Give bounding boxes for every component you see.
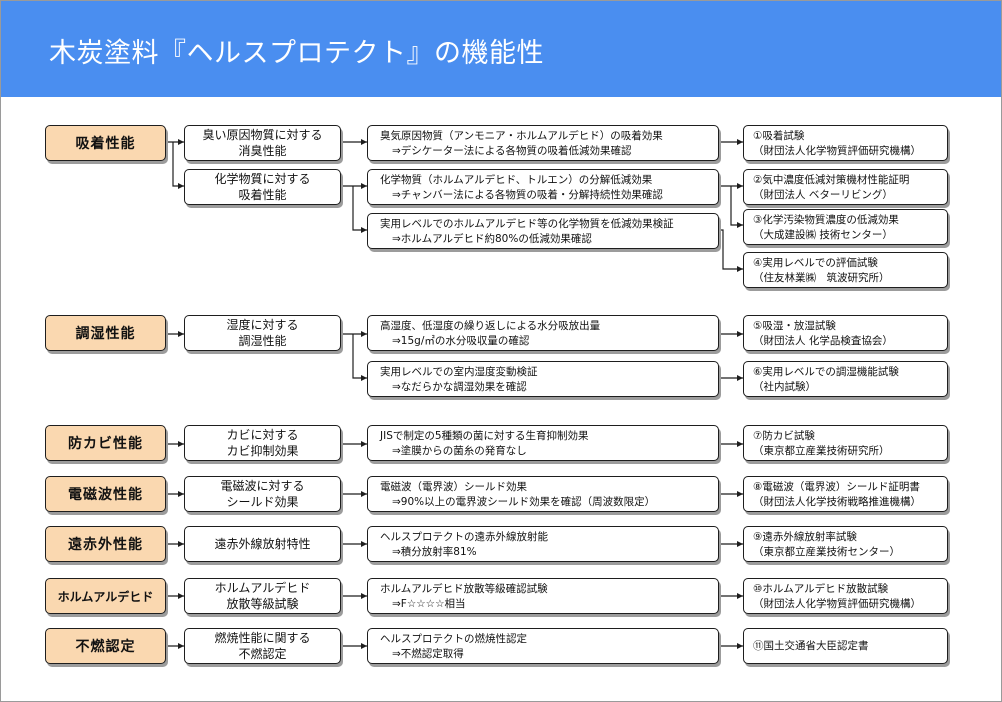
test-minister-certification: ⑪国土交通省大臣認定書 xyxy=(743,628,948,664)
test-line2: （東京都立産業技術研究所） xyxy=(753,445,890,457)
category-adsorption: 吸着性能 xyxy=(45,125,166,161)
property-mold-suppression: カビに対する カビ抑制効果 xyxy=(184,425,341,461)
description-line1: ヘルスプロテクトの燃焼性認定 xyxy=(380,633,527,645)
test-formaldehyde-emission: ⑩ホルムアルデヒド放散試験 （財団法人化学物質評価研究機構） xyxy=(743,578,948,614)
property-chemical-adsorption: 化学物質に対する 吸着性能 xyxy=(184,169,341,205)
test-line2: （住友林業㈱ 筑波研究所） xyxy=(753,272,890,284)
test-line2: （大成建設㈱ 技術センター） xyxy=(753,229,893,241)
property-line2: 放散等級試験 xyxy=(226,597,299,611)
test-line1: ②気中濃度低減対策機材性能証明 xyxy=(753,174,910,186)
description-antimold-jis: JISで制定の5種類の菌に対する生育抑制効果 ⇒塗膜からの菌糸の発育なし xyxy=(367,425,719,461)
description-line2: ⇒90%以上の電界波シールド効果を確認（周波数限定） xyxy=(392,496,656,508)
test-line1: ⑩ホルムアルデヒド放散試験 xyxy=(753,583,889,595)
test-practical-evaluation: ④実用レベルでの評価試験 （住友林業㈱ 筑波研究所） xyxy=(743,252,948,288)
test-line2: （東京都立産業技術センター） xyxy=(753,546,900,558)
property-formaldehyde-emission: ホルムアルデヒド 放散等級試験 xyxy=(184,578,341,614)
test-antimold: ⑦防カビ試験 （東京都立産業技術研究所） xyxy=(743,425,948,461)
property-line1: 臭い原因物質に対する xyxy=(202,128,323,142)
description-chemical-decomposition: 化学物質（ホルムアルデヒド、トルエン）の分解低減効果 ⇒チャンバー法による各物質… xyxy=(367,169,719,205)
category-far-infrared: 遠赤外性能 xyxy=(45,526,166,562)
description-line1: 高湿度、低湿度の繰り返しによる水分吸放出量 xyxy=(380,320,601,332)
description-indoor-humidity: 実用レベルでの室内湿度変動検証 ⇒なだらかな調湿効果を確認 xyxy=(367,361,719,397)
test-line1: ⑥実用レベルでの調湿機能試験 xyxy=(753,366,899,378)
description-formaldehyde-grade: ホルムアルデヒド放散等級確認試験 ⇒F☆☆☆☆相当 xyxy=(367,578,719,614)
category-noncombustible: 不燃認定 xyxy=(45,628,166,664)
test-em-shield-certificate: ⑧電磁波（電界波）シールド証明書 （財団法人化学技術戦略推進機構） xyxy=(743,476,948,512)
test-line1: ③化学汚染物質濃度の低減効果 xyxy=(753,214,899,226)
description-line2: ⇒不燃認定取得 xyxy=(392,648,464,660)
test-line2: （社内試験） xyxy=(753,381,816,393)
property-line1: 電磁波に対する xyxy=(220,479,305,493)
test-line1: ①吸着試験 xyxy=(753,130,805,142)
property-combustion: 燃焼性能に関する 不燃認定 xyxy=(184,628,341,664)
description-noncombustible: ヘルスプロテクトの燃焼性認定 ⇒不燃認定取得 xyxy=(367,628,719,664)
test-line1: ⑨遠赤外線放射率試験 xyxy=(753,531,857,543)
description-line2: ⇒チャンバー法による各物質の吸着・分解持続性効果確認 xyxy=(392,189,663,201)
category-antimold: 防カビ性能 xyxy=(45,425,166,461)
description-line1: JISで制定の5種類の菌に対する生育抑制効果 xyxy=(380,430,589,442)
test-moisture: ⑤吸湿・放湿試験 （財団法人 化学品検査協会） xyxy=(743,315,948,351)
description-line1: 化学物質（ホルムアルデヒド、トルエン）の分解低減効果 xyxy=(380,174,653,186)
test-airborne-concentration: ②気中濃度低減対策機材性能証明 （財団法人 ベターリビング） xyxy=(743,169,948,205)
property-deodorizing: 臭い原因物質に対する 消臭性能 xyxy=(184,125,341,161)
description-line1: 実用レベルでのホルムアルデヒド等の化学物質を低減効果検証 xyxy=(380,218,674,230)
test-line2: （財団法人化学物質評価研究機構） xyxy=(753,145,921,157)
test-line2: （財団法人 ベターリビング） xyxy=(753,189,893,201)
description-odor-adsorption: 臭気原因物質（アンモニア・ホルムアルデヒド）の吸着効果 ⇒デシケーター法による各… xyxy=(367,125,719,161)
test-line1: ⑧電磁波（電界波）シールド証明書 xyxy=(753,481,920,493)
description-line2: ⇒なだらかな調湿効果を確認 xyxy=(392,381,527,393)
test-adsorption: ①吸着試験 （財団法人化学物質評価研究機構） xyxy=(743,125,948,161)
category-formaldehyde: ホルムアルデヒド xyxy=(45,578,166,614)
test-line2: （財団法人化学技術戦略推進機構） xyxy=(753,496,921,508)
description-line1: 電磁波（電界波）シールド効果 xyxy=(380,481,527,493)
property-line1: 化学物質に対する xyxy=(214,172,311,186)
description-em-shield: 電磁波（電界波）シールド効果 ⇒90%以上の電界波シールド効果を確認（周波数限定… xyxy=(367,476,719,512)
test-line1: ⑦防カビ試験 xyxy=(753,430,815,442)
property-line1: 燃焼性能に関する xyxy=(214,631,311,645)
test-chemical-pollutant: ③化学汚染物質濃度の低減効果 （大成建設㈱ 技術センター） xyxy=(743,209,948,245)
description-moisture-absorption: 高湿度、低湿度の繰り返しによる水分吸放出量 ⇒15g/㎡の水分吸収量の確認 xyxy=(367,315,719,351)
test-line1: ⑤吸湿・放湿試験 xyxy=(753,320,836,332)
property-line1: カビに対する xyxy=(226,428,299,442)
description-practical-reduction: 実用レベルでのホルムアルデヒド等の化学物質を低減効果検証 ⇒ホルムアルデヒド約8… xyxy=(367,213,719,249)
description-far-infrared: ヘルスプロテクトの遠赤外線放射能 ⇒積分放射率81% xyxy=(367,526,719,562)
test-humidity-function: ⑥実用レベルでの調湿機能試験 （社内試験） xyxy=(743,361,948,397)
category-humidity: 調湿性能 xyxy=(45,315,166,351)
property-line2: 不燃認定 xyxy=(238,647,287,661)
description-line1: ホルムアルデヒド放散等級確認試験 xyxy=(380,583,548,595)
property-far-infrared-emission: 遠赤外線放射特性 xyxy=(184,526,341,562)
description-line1: 実用レベルでの室内湿度変動検証 xyxy=(380,366,538,378)
property-line1: 湿度に対する xyxy=(226,318,299,332)
page-title: 木炭塗料『ヘルスプロテクト』の機能性 xyxy=(49,38,544,69)
description-line1: ヘルスプロテクトの遠赤外線放射能 xyxy=(380,531,548,543)
property-line2: 吸着性能 xyxy=(238,188,287,202)
property-line2: 調湿性能 xyxy=(238,334,287,348)
description-line2: ⇒15g/㎡の水分吸収量の確認 xyxy=(392,335,530,347)
test-line1: ④実用レベルでの評価試験 xyxy=(753,257,878,269)
test-line1: ⑪国土交通省大臣認定書 xyxy=(753,639,869,652)
property-line1: ホルムアルデヒド xyxy=(214,581,311,595)
property-humidity-control: 湿度に対する 調湿性能 xyxy=(184,315,341,351)
property-line1: 遠赤外線放射特性 xyxy=(214,537,311,551)
description-line1: 臭気原因物質（アンモニア・ホルムアルデヒド）の吸着効果 xyxy=(380,130,663,142)
description-line2: ⇒F☆☆☆☆相当 xyxy=(392,598,466,610)
test-line2: （財団法人 化学品検査協会） xyxy=(753,335,893,347)
description-line2: ⇒塗膜からの菌糸の発育なし xyxy=(392,445,527,457)
title-bar: 木炭塗料『ヘルスプロテクト』の機能性 xyxy=(1,1,1001,97)
test-line2: （財団法人化学物質評価研究機構） xyxy=(753,598,921,610)
description-line2: ⇒デシケーター法による各物質の吸着低減効果確認 xyxy=(392,145,632,157)
property-line2: 消臭性能 xyxy=(238,144,287,158)
property-line2: シールド効果 xyxy=(226,495,299,509)
description-line2: ⇒ホルムアルデヒド約80%の低減効果確認 xyxy=(392,233,592,245)
test-far-infrared-emissivity: ⑨遠赤外線放射率試験 （東京都立産業技術センター） xyxy=(743,526,948,562)
description-line2: ⇒積分放射率81% xyxy=(392,546,477,558)
category-electromagnetic: 電磁波性能 xyxy=(45,476,166,512)
property-line2: カビ抑制効果 xyxy=(226,444,299,458)
property-em-shield: 電磁波に対する シールド効果 xyxy=(184,476,341,512)
